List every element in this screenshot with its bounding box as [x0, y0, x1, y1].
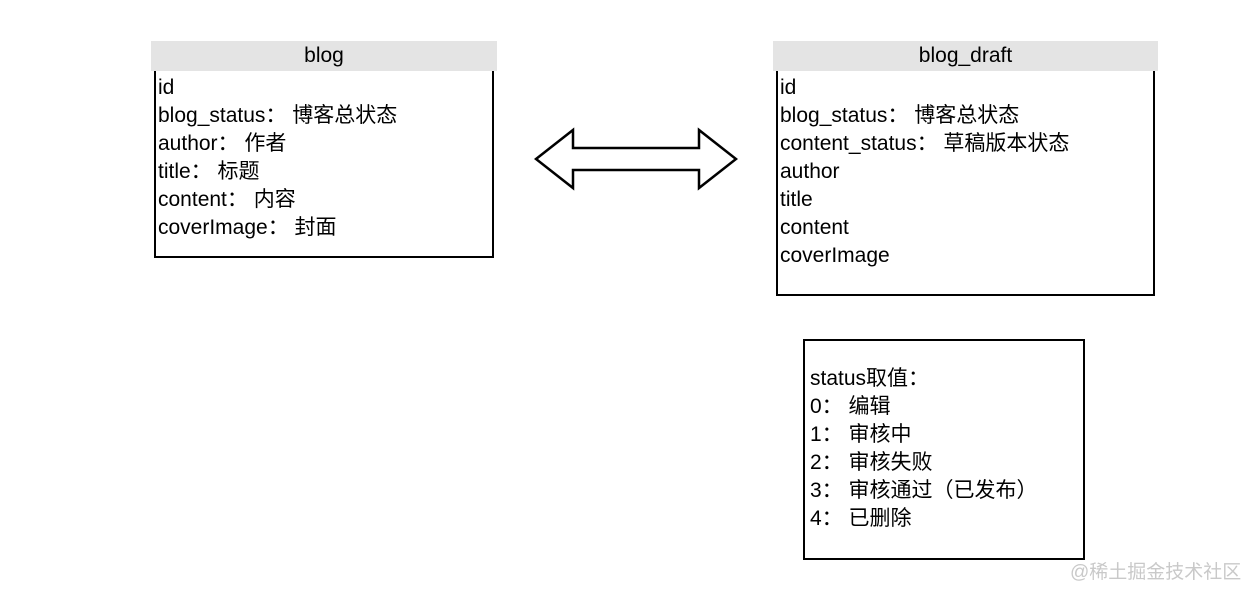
field-row: coverImage — [780, 244, 890, 267]
field-row: author： 作者 — [158, 132, 287, 155]
status-legend-item: 4： 已删除 — [810, 507, 912, 530]
field-row: blog_status： 博客总状态 — [780, 104, 1020, 127]
field-row: content — [780, 216, 849, 239]
field-row: title： 标题 — [158, 160, 260, 183]
status-legend-item: 2： 审核失败 — [810, 451, 933, 474]
status-legend-item: 0： 编辑 — [810, 395, 891, 418]
field-row: title — [780, 188, 813, 211]
field-row: blog_status： 博客总状态 — [158, 104, 398, 127]
status-legend-item: 3： 审核通过（已发布） — [810, 479, 1038, 502]
field-row: content： 内容 — [158, 188, 296, 211]
field-row: author — [780, 160, 840, 183]
entity-blog-title: blog — [151, 41, 497, 71]
entity-blog-draft: blog_draft id blog_status： 博客总状态 content… — [773, 41, 1158, 296]
status-legend-item: 1： 审核中 — [810, 423, 912, 446]
entity-blog: blog id blog_status： 博客总状态 author： 作者 ti… — [151, 41, 497, 258]
field-row: coverImage： 封面 — [158, 216, 337, 239]
status-legend-box: status取值： 0： 编辑 1： 审核中 2： 审核失败 3： 审核通过（已… — [803, 339, 1085, 560]
bidirectional-arrow-icon — [533, 126, 739, 192]
field-row: content_status： 草稿版本状态 — [780, 132, 1070, 155]
status-legend-title: status取值： — [810, 367, 930, 390]
entity-blog-fields: id blog_status： 博客总状态 author： 作者 title： … — [154, 71, 494, 258]
field-row: id — [780, 76, 797, 99]
entity-blog-draft-title: blog_draft — [773, 41, 1158, 71]
watermark-text: @稀土掘金技术社区 — [1070, 562, 1242, 583]
field-row: id — [158, 76, 175, 99]
entity-blog-draft-fields: id blog_status： 博客总状态 content_status： 草稿… — [776, 71, 1155, 296]
